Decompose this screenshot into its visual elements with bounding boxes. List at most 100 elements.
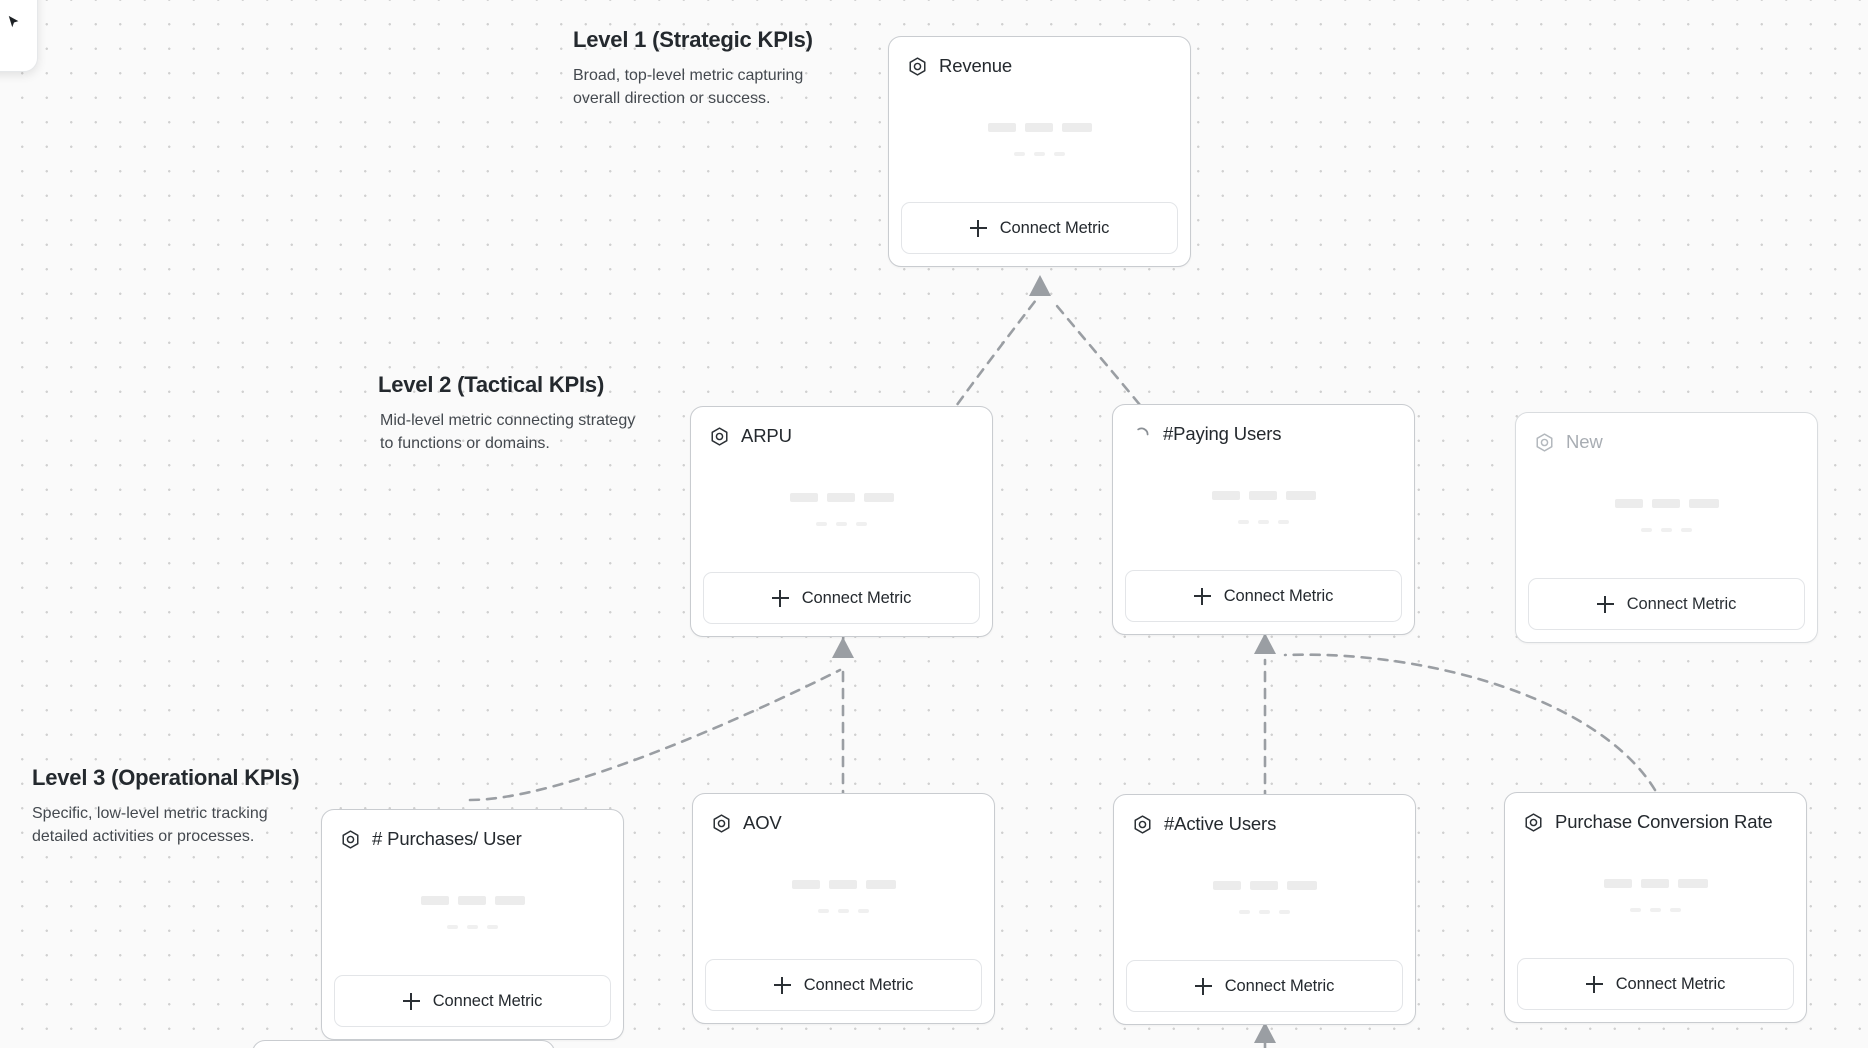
skeleton-bar (789, 493, 818, 502)
hexagon-metric-icon (711, 426, 728, 446)
hexagon-metric-icon (1134, 814, 1151, 834)
skeleton-row-secondary (1641, 528, 1692, 532)
level-2-label-group: Level 2 (Tactical KPIs) Mid-level metric… (378, 372, 640, 455)
skeleton-bar (1650, 908, 1661, 912)
skeleton-bar (1249, 881, 1278, 890)
card-title: #Paying Users (1163, 423, 1282, 444)
connect-metric-label: Connect Metric (1615, 974, 1726, 993)
metric-card-offscreen-lower[interactable] (252, 1040, 555, 1048)
card-skeleton-body (1517, 833, 1794, 958)
connect-metric-button[interactable]: Connect Metric (901, 202, 1178, 254)
metric-card-paying-users[interactable]: #Paying Users Connect Metric (1112, 404, 1415, 635)
skeleton-bar (1278, 520, 1289, 524)
skeleton-bar (1212, 881, 1241, 890)
metric-card-aov[interactable]: AOV Connect Metric (692, 793, 995, 1024)
skeleton-bar (1630, 908, 1641, 912)
skeleton-row-secondary (818, 909, 869, 913)
skeleton-bar (865, 880, 896, 889)
skeleton-bar (420, 896, 449, 905)
card-header: Revenue (901, 49, 1178, 77)
skeleton-row-secondary (447, 925, 498, 929)
metric-card-new[interactable]: New Connect Metric (1515, 412, 1818, 643)
skeleton-bar (838, 909, 849, 913)
skeleton-bar (1681, 528, 1692, 532)
skeleton-row-secondary (1238, 520, 1289, 524)
skeleton-bar (1285, 491, 1316, 500)
card-skeleton-body (1528, 453, 1805, 578)
card-title: # Purchases/ User (372, 828, 522, 849)
skeleton-bar (494, 896, 525, 905)
skeleton-bar (1661, 528, 1672, 532)
skeleton-bar (1061, 123, 1092, 132)
connect-metric-label: Connect Metric (801, 588, 912, 607)
metric-card-purchase-conversion-rate[interactable]: Purchase Conversion Rate Connect Metric (1504, 792, 1807, 1023)
connect-metric-button[interactable]: Connect Metric (705, 959, 982, 1011)
plus-icon (969, 219, 987, 237)
skeleton-row-primary (420, 896, 525, 905)
skeleton-bar (1239, 910, 1250, 914)
skeleton-bar (1211, 491, 1240, 500)
card-title: New (1566, 431, 1603, 452)
hexagon-metric-icon (713, 813, 730, 833)
metric-card-arpu[interactable]: ARPU Connect Metric (690, 406, 993, 637)
metric-card-purchases-per-user[interactable]: # Purchases/ User Connect Metric (321, 809, 624, 1040)
skeleton-row-primary (987, 123, 1092, 132)
metric-card-revenue[interactable]: Revenue Connect Metric (888, 36, 1191, 267)
connect-metric-button[interactable]: Connect Metric (703, 572, 980, 624)
skeleton-bar (1677, 879, 1708, 888)
skeleton-bar (863, 493, 894, 502)
edge-purchaseconv-to-paying (1283, 653, 1657, 792)
skeleton-bar (1248, 491, 1277, 500)
connect-metric-label: Connect Metric (1223, 586, 1334, 605)
card-skeleton-body (705, 834, 982, 959)
card-header: # Purchases/ User (334, 822, 611, 850)
skeleton-bar (1641, 528, 1652, 532)
canvas-corner-panel[interactable] (0, 0, 38, 72)
plus-icon (1585, 975, 1603, 993)
level-3-description: Specific, low-level metric tracking deta… (32, 805, 268, 845)
level-2-description: Mid-level metric connecting strategy to … (380, 412, 636, 452)
skeleton-bar (828, 880, 857, 889)
skeleton-bar (467, 925, 478, 929)
skeleton-bar (1286, 881, 1317, 890)
skeleton-bar (1024, 123, 1053, 132)
connect-metric-button[interactable]: Connect Metric (1517, 958, 1794, 1010)
skeleton-bar (1688, 499, 1719, 508)
connect-metric-label: Connect Metric (999, 218, 1110, 237)
connect-metric-button[interactable]: Connect Metric (1126, 960, 1403, 1012)
arrowhead-payingusers (1254, 633, 1276, 654)
metric-card-active-users[interactable]: #Active Users Connect Metric (1113, 794, 1416, 1025)
skeleton-bar (1603, 879, 1632, 888)
connect-metric-label: Connect Metric (803, 975, 914, 994)
card-title: #Active Users (1164, 813, 1277, 834)
skeleton-row-primary (1603, 879, 1708, 888)
plus-icon (773, 976, 791, 994)
card-header: Purchase Conversion Rate (1517, 805, 1794, 833)
skeleton-row-primary (789, 493, 894, 502)
level-1-title: Level 1 (Strategic KPIs) (573, 27, 813, 52)
connect-metric-button[interactable]: Connect Metric (334, 975, 611, 1027)
skeleton-bar (1670, 908, 1681, 912)
card-header: ARPU (703, 419, 980, 447)
card-title: Purchase Conversion Rate (1555, 811, 1773, 832)
connect-metric-button[interactable]: Connect Metric (1528, 578, 1805, 630)
edge-purchasesuser-to-arpu (468, 668, 842, 802)
connect-metric-label: Connect Metric (1626, 594, 1737, 613)
card-header: #Paying Users (1125, 417, 1402, 445)
skeleton-bar (447, 925, 458, 929)
skeleton-bar (1640, 879, 1669, 888)
connect-metric-button[interactable]: Connect Metric (1125, 570, 1402, 622)
connect-metric-label: Connect Metric (1224, 976, 1335, 995)
arrowhead-arpu (832, 637, 854, 658)
skeleton-row-secondary (1014, 152, 1065, 156)
skeleton-bar (457, 896, 486, 905)
loading-spinner-icon (1137, 427, 1149, 435)
card-title: AOV (743, 812, 782, 833)
skeleton-bar (1014, 152, 1025, 156)
skeleton-bar (858, 909, 869, 913)
card-skeleton-body (1126, 835, 1403, 960)
skeleton-bar (816, 522, 827, 526)
card-title: Revenue (939, 55, 1013, 76)
skeleton-bar (487, 925, 498, 929)
